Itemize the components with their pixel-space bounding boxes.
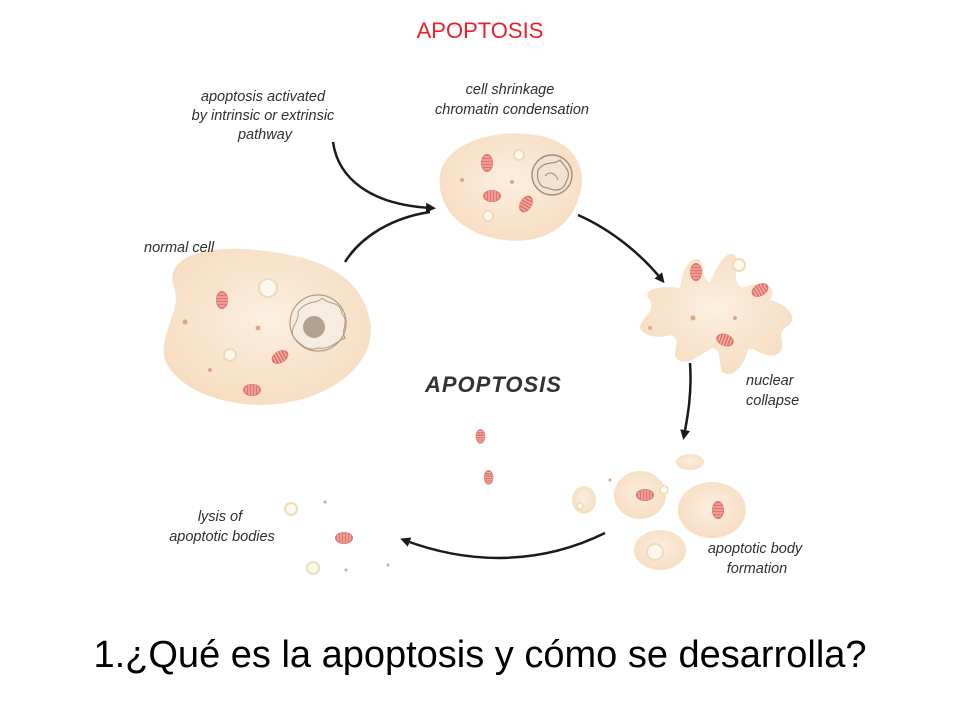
arrow-activated-to-shrinkage	[331, 141, 436, 213]
arrow-collapse-to-bodies	[680, 362, 692, 440]
shrunken-cell	[439, 133, 583, 241]
apoptosis-diagram: apoptosis activated by intrinsic or extr…	[144, 82, 806, 577]
arrow-shrinkage-to-collapse	[577, 213, 665, 284]
label-apoptosis-activated: apoptosis activated by intrinsic or extr…	[192, 89, 339, 143]
normal-cell	[163, 248, 371, 405]
cycle-arrows	[331, 141, 692, 560]
label-normal-cell: normal cell	[144, 240, 215, 256]
label-lysis: lysis of apoptotic bodies	[169, 509, 275, 545]
label-center-apoptosis: APOPTOSIS	[424, 372, 562, 397]
collapsed-cell	[640, 254, 793, 374]
arrow-normal-to-shrinkage	[343, 210, 431, 263]
condensed-chromatin	[531, 154, 573, 196]
label-nuclear-collapse: nuclear collapse	[746, 373, 799, 409]
slide-title: APOPTOSIS	[416, 18, 544, 43]
nucleolus	[303, 316, 325, 338]
arrow-bodies-to-lysis	[400, 531, 606, 560]
question-text: 1.¿Qué es la apoptosis y cómo se desarro…	[93, 634, 867, 676]
apoptotic-bodies	[572, 454, 746, 570]
label-cell-shrinkage: cell shrinkage chromatin condensation	[435, 82, 589, 118]
label-apoptotic-body-formation: apoptotic body formation	[708, 541, 806, 577]
lysis-debris	[284, 428, 494, 575]
